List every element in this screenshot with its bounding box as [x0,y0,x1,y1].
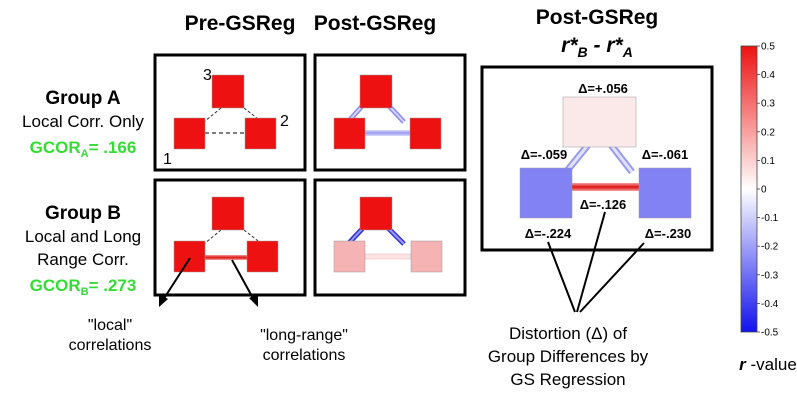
node-2-post-a [409,117,442,150]
group-b-gcor: GCORB= .273 [30,276,137,298]
caption-line4: GS Regression [510,370,625,389]
delta-left-edge: Δ=-.059 [521,147,568,162]
group-a-name: Group A [45,88,121,109]
local-correlations-label-line2: correlations [69,337,152,354]
diff-column-title: Post-GSReg [536,6,659,29]
delta-bottom-edge: Δ=-.126 [580,197,627,212]
annotation-arrows [159,257,258,307]
node-1-post-a [333,117,366,150]
group-a-gcor: GCORA= .166 [30,138,137,160]
delta-right-edge: Δ=-.061 [642,147,689,162]
panel-group-b-post [313,178,467,297]
group-b-name: Group B [45,203,121,224]
colorbar-tick-label: -0.3 [761,270,779,281]
colorbar-tick-label: 0.4 [761,70,775,81]
diff-node-left [519,167,573,219]
node-2-pre-b [246,240,279,273]
group-b-desc-line1: Local and Long [25,227,141,246]
delta-top: Δ=+.056 [578,81,628,96]
node-1-pre-b [173,240,206,273]
caption-line1: Distortion (Δ) of [509,324,627,343]
colorbar-tick-label: -0.5 [761,328,779,339]
diff-node-right [638,167,692,219]
panel-group-b-pre [153,178,307,297]
node-3-post-a [359,74,393,109]
pre-gsreg-title: Pre-GSReg [185,12,296,35]
diff-formula: r*B - r*A [561,34,633,60]
node-label-2: 2 [280,113,289,130]
long-range-label-line2: correlations [263,347,346,364]
local-correlations-label-line1: "local" [88,317,132,334]
panel-group-a-post [313,53,467,172]
post-gsreg-title: Post-GSReg [314,12,437,35]
long-range-label-line1: "long-range" [260,327,348,344]
caption-pointer-lines [547,211,645,313]
panel-difference: Δ=+.056 Δ=-.059 Δ=-.061 Δ=-.126 Δ=-.224 … [480,65,714,252]
node-label-1: 1 [163,151,172,168]
node-label-3: 3 [203,67,212,84]
node-3 [211,74,245,109]
colorbar-tick-label: 0.2 [761,127,775,138]
delta-right-node: Δ=-.230 [645,226,692,241]
node-3-pre-b [211,196,245,231]
node-2-post-b [410,240,443,273]
node-3-post-b [359,196,393,231]
group-b-desc-line2: Range Corr. [37,250,129,269]
node-1 [173,117,206,150]
colorbar: 0.5 0.4 0.3 0.2 0.1 0 -0.1 -0.2 -0.3 -0.4 -0.5 [740,42,779,339]
colorbar-label: r -value [739,355,797,374]
colorbar-tick-label: -0.2 [761,242,779,253]
colorbar-tick-label: 0 [761,185,767,196]
group-a-desc: Local Corr. Only [22,112,144,131]
caption-line3: Group Differences by [488,347,649,366]
delta-left-node: Δ=-.224 [525,226,572,241]
colorbar-tick-label: 0.1 [761,156,775,167]
colorbar-tick-label: 0.3 [761,99,775,110]
node-2 [244,117,277,150]
colorbar-tick-label: 0.5 [761,42,775,53]
colorbar-tick-label: -0.4 [761,299,779,310]
colorbar-tick-label: -0.1 [761,213,779,224]
panel-group-a-pre: 3 1 2 [153,53,307,172]
diff-node-top [562,96,637,148]
node-1-post-b [333,240,366,273]
